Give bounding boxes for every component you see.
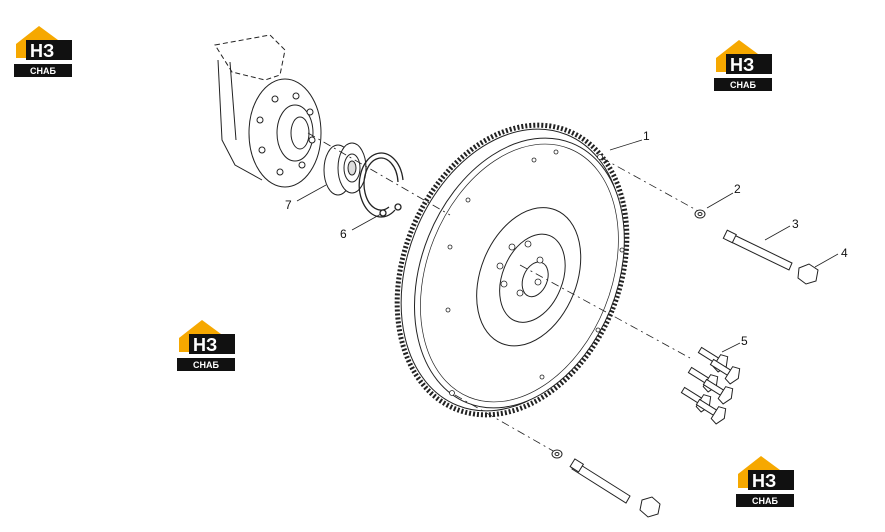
- washer: [551, 209, 706, 459]
- watermark-mark: НЗ: [30, 41, 54, 61]
- callout-2: 2: [734, 182, 741, 196]
- callout-7: 7: [285, 198, 292, 212]
- assembly-lines: [307, 132, 701, 453]
- flywheel: [394, 122, 630, 418]
- callout-leaders: [296, 139, 839, 353]
- callout-labels: 1 2 3 4 5 6 7: [285, 129, 848, 348]
- watermark-mark: НЗ: [752, 471, 776, 491]
- watermark-mark: НЗ: [193, 335, 217, 355]
- callout-6: 6: [340, 227, 347, 241]
- watermark-logo: НЗ СНАБ: [712, 36, 774, 94]
- crankshaft-end: [214, 34, 322, 188]
- watermark-logo: НЗ СНАБ: [734, 452, 796, 510]
- callout-3: 3: [792, 217, 799, 231]
- callout-5: 5: [741, 334, 748, 348]
- callout-1: 1: [643, 129, 650, 143]
- stud-bolt: [569, 229, 793, 504]
- watermark-caption: СНАБ: [193, 360, 219, 370]
- callout-4: 4: [841, 246, 848, 260]
- watermark-caption: СНАБ: [752, 496, 778, 506]
- watermark-logo: НЗ СНАБ: [12, 22, 74, 80]
- flywheel-holes: [445, 149, 625, 396]
- flywheel-bolts: [677, 341, 744, 427]
- hex-nut: [639, 263, 819, 518]
- snap-ring: [358, 152, 404, 218]
- watermark-mark: НЗ: [730, 55, 754, 75]
- watermark-caption: СНАБ: [30, 66, 56, 76]
- watermark-logo: НЗ СНАБ: [175, 316, 237, 374]
- watermark-caption: СНАБ: [730, 80, 756, 90]
